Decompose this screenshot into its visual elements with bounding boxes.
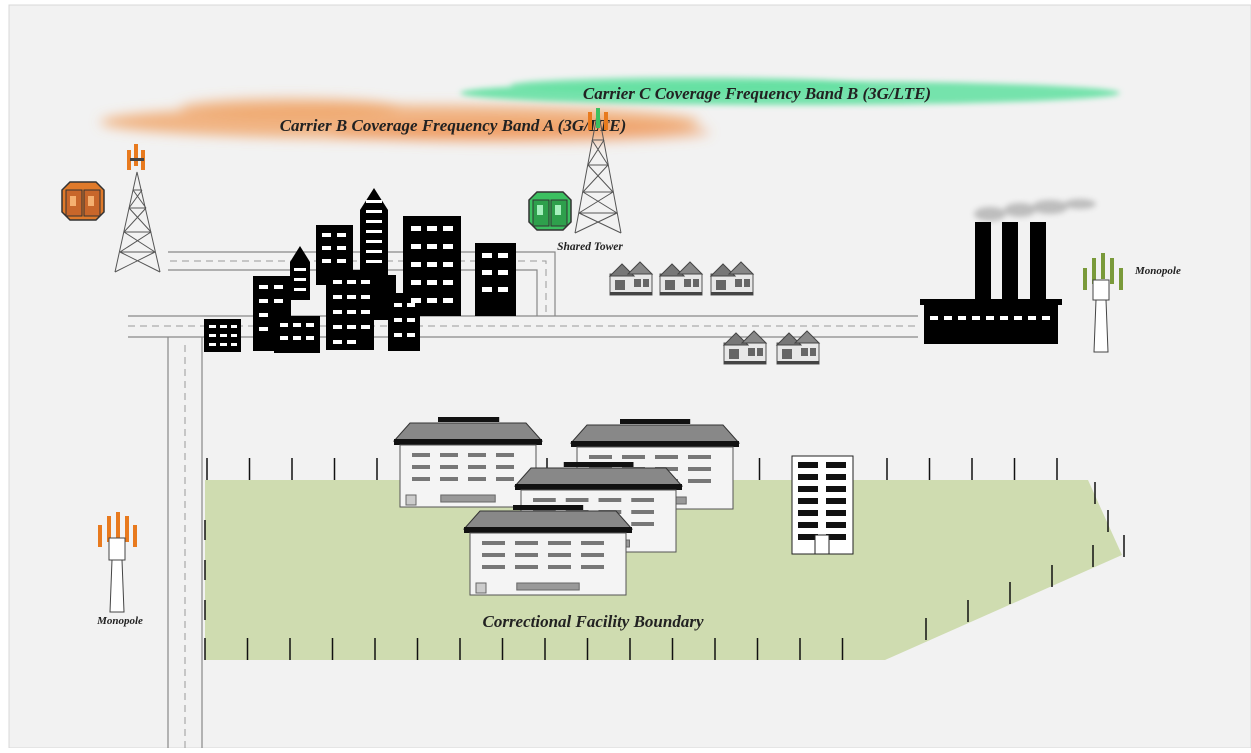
monopole-left-label: Monopole — [96, 615, 143, 627]
monopole-right — [1083, 253, 1123, 353]
shared-tower-label: Shared Tower — [557, 241, 623, 253]
carrier-c-label: Carrier C Coverage Frequency Band B (3G/… — [583, 84, 931, 103]
factory — [920, 199, 1096, 344]
facility-building-back-left — [392, 417, 544, 508]
facility-ground — [205, 480, 1122, 660]
houses-group — [608, 261, 821, 365]
house-icon — [709, 261, 755, 296]
carrier-b-coverage-cloud — [100, 98, 710, 142]
house-icon — [608, 261, 654, 296]
carrier-c-equipment-icon — [528, 191, 572, 231]
skyline-windows — [209, 200, 508, 346]
shared-tower-antennas — [588, 108, 608, 130]
carrier-b-equipment-icon — [61, 181, 105, 221]
carrier-b-label: Carrier B Coverage Frequency Band A (3G/… — [280, 116, 627, 135]
facility-building-front — [462, 505, 634, 596]
house-icon — [722, 330, 768, 365]
facility-tower-building — [791, 455, 854, 555]
skyscraper-spire-left — [290, 246, 310, 300]
orange-antenna-array-left-tower — [127, 144, 145, 170]
house-icon — [775, 330, 821, 365]
monopole-left — [98, 512, 137, 613]
factory-smoke — [974, 199, 1096, 221]
carrier-c-coverage-cloud — [460, 77, 1120, 105]
facility-boundary-label: Correctional Facility Boundary — [482, 612, 703, 631]
house-icon — [658, 261, 704, 296]
monopole-right-label: Monopole — [1134, 265, 1181, 277]
lattice-tower-left — [114, 171, 161, 273]
